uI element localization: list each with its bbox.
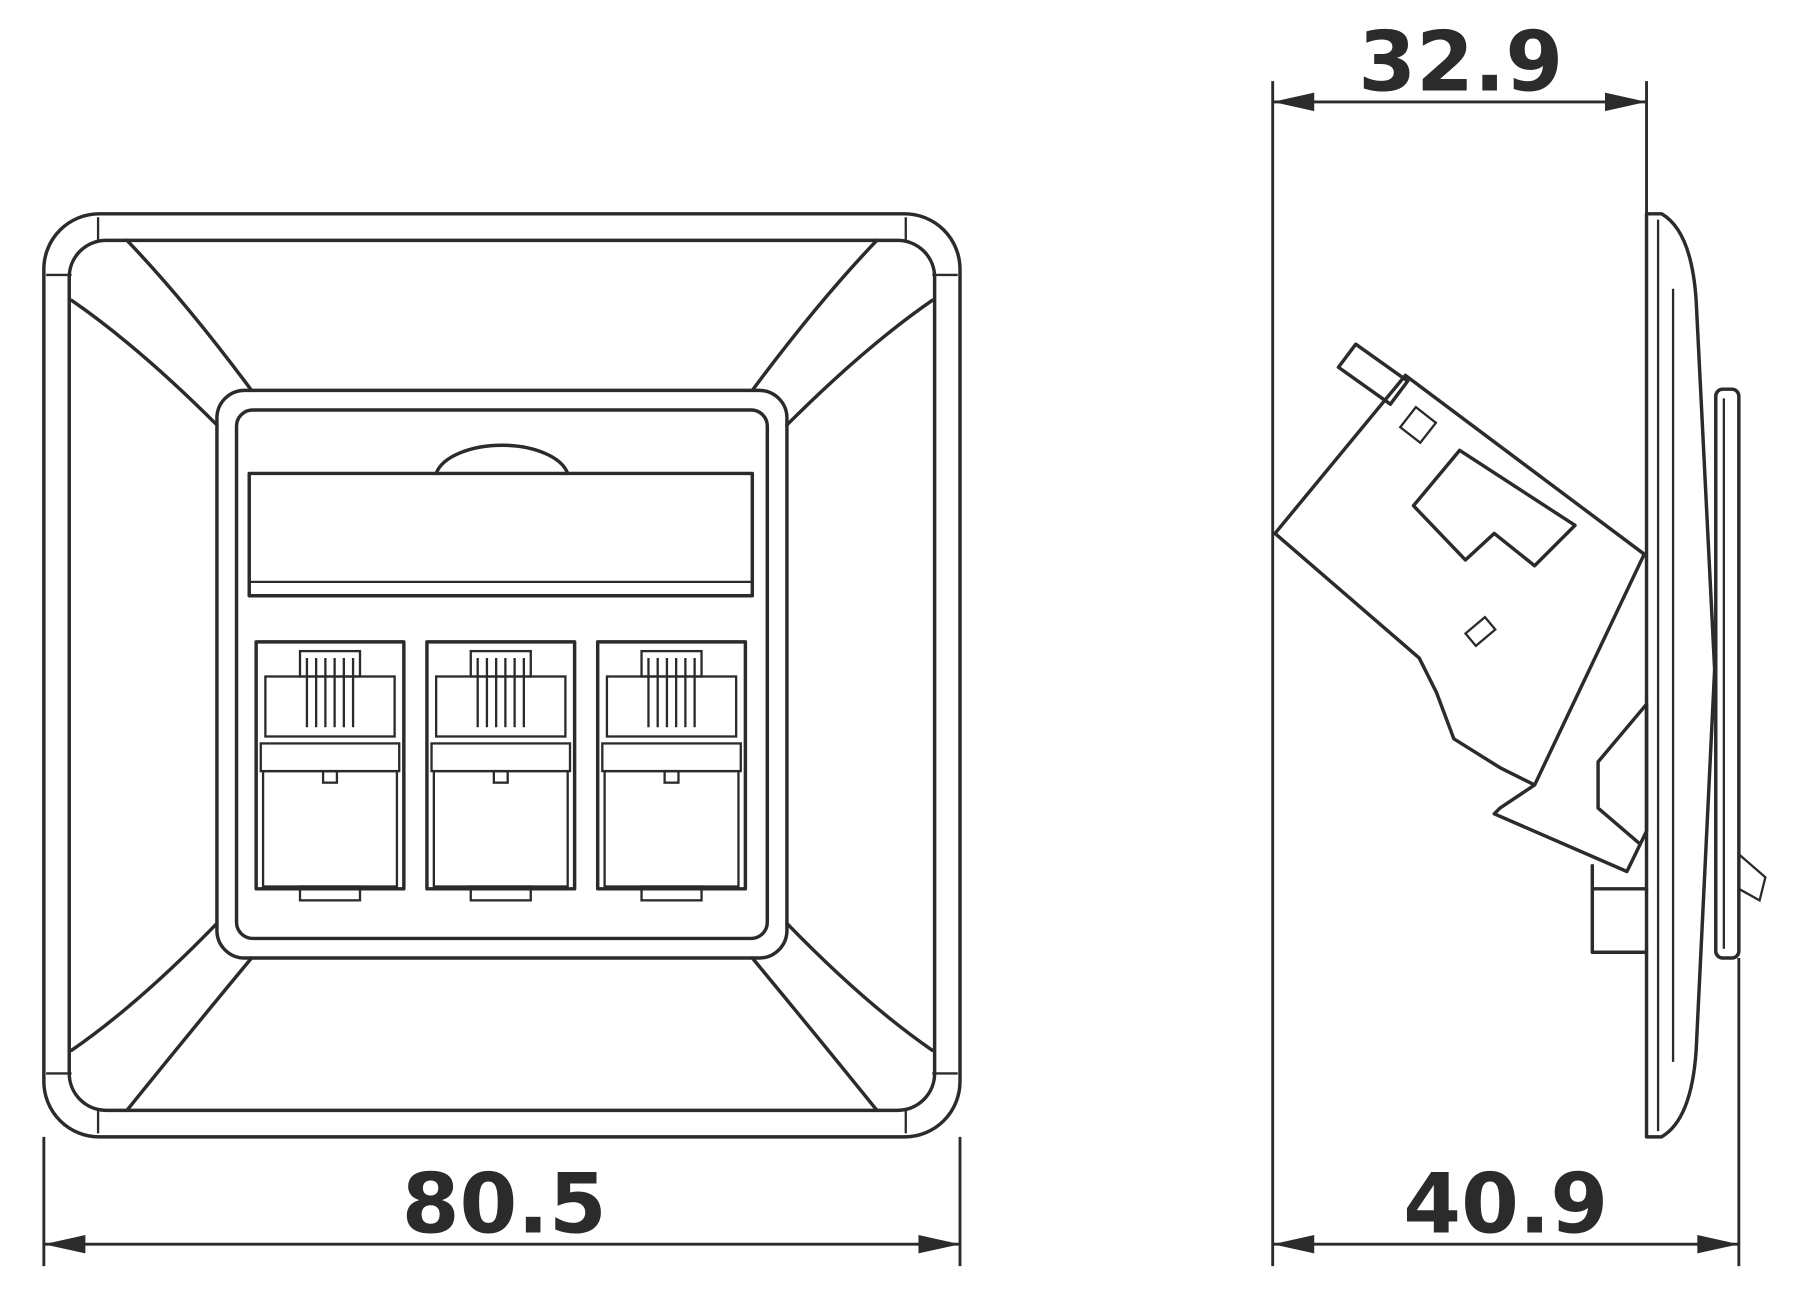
dimension-label-front-width: 80.5: [402, 1156, 607, 1253]
side-view: [1273, 212, 1767, 1139]
dimension-32-9: 32.9: [1271, 13, 1648, 1267]
faceplate-side: [1644, 212, 1717, 1139]
angled-jack: [1273, 373, 1649, 874]
dimension-40-9: 40.9: [1272, 958, 1741, 1267]
module-frame: [215, 388, 789, 960]
dimension-80-5: 80.5: [42, 1136, 962, 1267]
rj45-port-2: [425, 640, 577, 903]
rj45-port-3: [595, 640, 748, 903]
module-insert: [234, 408, 770, 941]
label-window: [247, 471, 755, 598]
rj45-port-1: [254, 640, 406, 903]
faceplate-inner: [67, 238, 937, 1113]
back-frame: [1714, 387, 1741, 960]
dimension-label-side-top: 32.9: [1358, 13, 1563, 110]
bevel-lines: [69, 238, 935, 1113]
faceplate-outer: [42, 212, 962, 1139]
dimension-label-side-total: 40.9: [1403, 1156, 1608, 1253]
front-view: [42, 212, 962, 1139]
